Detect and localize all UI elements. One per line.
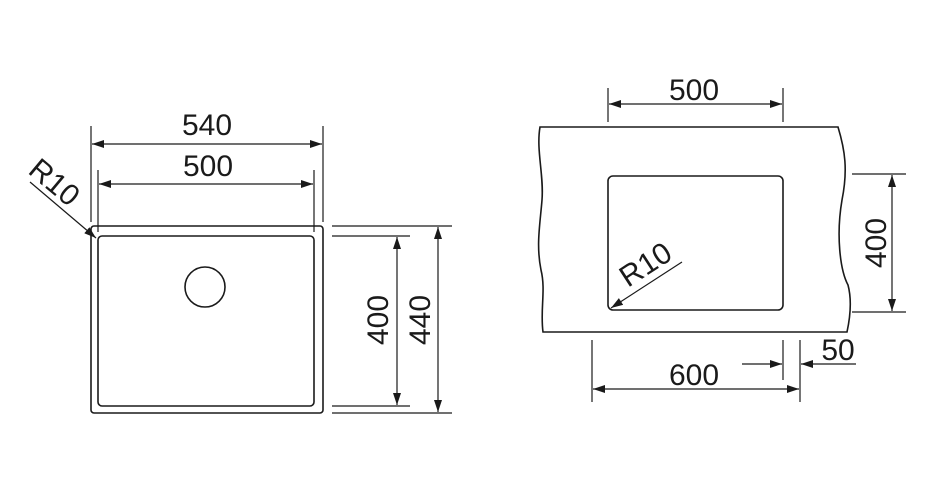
dim-440-label: 440	[404, 295, 437, 345]
radius-label: R10	[22, 152, 85, 213]
dim-600-label: 600	[669, 359, 719, 392]
cutout-radius-leader	[610, 261, 683, 309]
sink-inner-bowl	[97, 235, 315, 407]
sink-outer-rim	[90, 225, 324, 414]
cutout-500-label: 500	[669, 74, 719, 107]
cutout-400-label: 400	[860, 218, 893, 268]
dim-50-label: 50	[821, 334, 854, 367]
left-sink-view: 540 500 R10 400 440	[22, 109, 452, 414]
dim-500-label: 500	[183, 150, 233, 183]
radius-leader-line	[29, 181, 97, 239]
cutout-rectangle	[607, 175, 784, 311]
dim-400-label: 400	[362, 295, 395, 345]
countertop-outline	[537, 126, 852, 333]
drain-icon	[184, 266, 226, 308]
dim-540-label: 540	[182, 109, 232, 142]
right-cutout-view: 500 400 R10 600 50	[537, 74, 906, 402]
